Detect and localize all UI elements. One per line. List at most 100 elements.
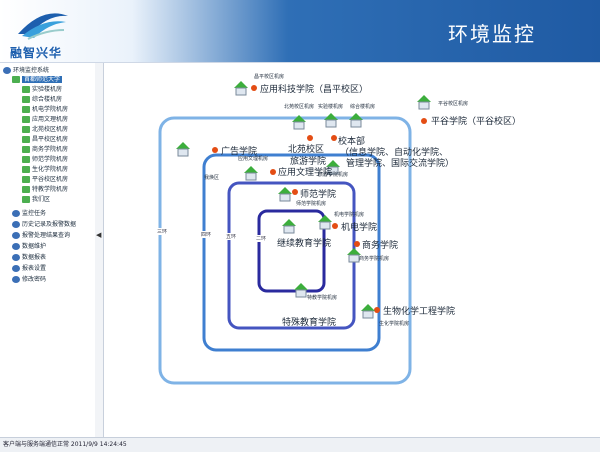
alarm-dot[interactable]: [354, 241, 360, 247]
map-campus-label: 机电学院: [341, 223, 378, 233]
room-icon: [22, 96, 30, 103]
page-title: 环境监控: [448, 22, 536, 46]
status-bar: 客户端与服务端通信正常 2011/9/9 14:24:45: [0, 437, 600, 452]
map-campus-label: 广告学院: [221, 147, 258, 157]
tool-item[interactable]: 历史记录及报警数据: [12, 220, 76, 229]
room-icon: [22, 106, 30, 113]
tree-item-room[interactable]: 实验楼机房: [22, 85, 62, 94]
map-campus-label: 校本部: [338, 137, 366, 147]
room-icon: [22, 116, 30, 123]
alarm-dot[interactable]: [270, 169, 276, 175]
campus-map: 三环 四环 五环 二环 昌平校区机房 应用科技学院（昌平校区） 平谷校区机房 平…: [104, 63, 600, 437]
ring-tag: 五环: [226, 233, 237, 240]
collapse-arrow-icon[interactable]: ◀: [96, 231, 102, 239]
house-icon[interactable]: [174, 140, 192, 158]
tool-icon: [12, 254, 20, 261]
house-icon[interactable]: [322, 111, 340, 129]
sidebar-tree: 环境监控系统 首都师范大学 实验楼机房 综合楼机房 机电学院机房 应用文理机房 …: [0, 63, 96, 437]
tool-icon: [12, 221, 20, 228]
splitter[interactable]: ◀: [95, 63, 104, 437]
map-room-label: 昌平校区机房: [254, 74, 285, 80]
tree-item-room[interactable]: 生化学院机房: [22, 165, 68, 174]
map-room-label: 特教学院机房: [307, 295, 338, 301]
room-icon: [22, 176, 30, 183]
map-room-label: 机电学院机房: [334, 212, 365, 218]
tree-item-selected[interactable]: 首都师范大学: [12, 75, 63, 84]
room-icon: [22, 86, 30, 93]
tree-item-room[interactable]: 机电学院机房: [22, 105, 68, 114]
map-room-label: 商务学院机房: [359, 256, 390, 262]
map-room-label: 旅游学院机房: [318, 172, 349, 178]
room-icon: [22, 166, 30, 173]
house-icon[interactable]: [290, 113, 308, 131]
tree-item-room[interactable]: 平谷校区机房: [22, 175, 68, 184]
system-icon: [3, 67, 11, 74]
alarm-dot[interactable]: [374, 307, 380, 313]
room-icon: [22, 156, 30, 163]
slide-header: 融智兴华 环境监控: [0, 0, 600, 62]
tool-item[interactable]: 监控任务: [12, 209, 46, 218]
alarm-dot[interactable]: [332, 223, 338, 229]
room-icon: [22, 126, 30, 133]
alarm-dot[interactable]: [421, 118, 427, 124]
app-window: 环境监控系统 首都师范大学 实验楼机房 综合楼机房 机电学院机房 应用文理机房 …: [0, 62, 600, 452]
house-icon[interactable]: [276, 185, 294, 203]
room-icon: [22, 196, 30, 203]
house-icon[interactable]: [345, 246, 363, 264]
tree-item-room[interactable]: 综合楼机房: [22, 95, 62, 104]
ring-tag: 四环: [201, 231, 212, 238]
tree-item-room[interactable]: 昌平校区机房: [22, 135, 68, 144]
room-icon: [22, 146, 30, 153]
map-room-label: 师范学院机房: [296, 201, 327, 207]
house-icon[interactable]: [242, 164, 260, 182]
map-campus-label: 旅游学院: [290, 157, 327, 167]
map-room-label: 实验楼机房: [318, 104, 344, 110]
school-icon: [12, 76, 20, 83]
alarm-dot[interactable]: [292, 189, 298, 195]
map-campus-detail: 管理学院、国际交流学院）: [346, 159, 455, 169]
tree-item-room[interactable]: 师范学院机房: [22, 155, 68, 164]
house-icon[interactable]: [280, 217, 298, 235]
map-room-label: 综合楼机房: [350, 104, 376, 110]
map-campus-label: 特殊教育学院: [282, 318, 337, 328]
alarm-dot[interactable]: [307, 135, 313, 141]
alarm-dot[interactable]: [251, 85, 257, 91]
company-logo: [18, 13, 68, 40]
tree-item-room[interactable]: 应用文理机房: [22, 115, 68, 124]
map-campus-label: 应用文理学院: [278, 168, 333, 178]
tool-item[interactable]: 报警处理结果查询: [12, 231, 70, 240]
house-icon[interactable]: [292, 281, 310, 299]
room-icon: [22, 136, 30, 143]
map-campus-label: 继续教育学院: [277, 239, 332, 249]
status-text: 客户端与服务端通信正常 2011/9/9 14:24:45: [3, 441, 127, 448]
map-campus-label: 平谷学院（平谷校区）: [431, 117, 522, 127]
house-icon[interactable]: [316, 213, 334, 231]
house-icon[interactable]: [324, 158, 342, 176]
alarm-dot[interactable]: [212, 147, 218, 153]
tool-item[interactable]: 报表设置: [12, 264, 46, 273]
house-icon[interactable]: [415, 93, 433, 111]
house-icon[interactable]: [347, 111, 365, 129]
tree-item-room[interactable]: 我们区: [22, 195, 50, 204]
map-campus-label: 师范学院: [300, 190, 337, 200]
tree-item-room[interactable]: 商务学院机房: [22, 145, 68, 154]
tool-icon: [12, 210, 20, 217]
tool-item[interactable]: 修改密码: [12, 275, 46, 284]
house-icon[interactable]: [359, 302, 377, 320]
tree-item-room[interactable]: 北苑校区机房: [22, 125, 68, 134]
map-campus-label: 商务学院: [362, 241, 399, 251]
house-icon[interactable]: [232, 79, 250, 97]
map-campus-label: 北苑校区: [288, 145, 325, 155]
tool-item[interactable]: 数据报表: [12, 253, 46, 262]
tree-root[interactable]: 环境监控系统: [3, 66, 49, 75]
map-campus-label: 生物化学工程学院: [383, 307, 456, 317]
tree-item-room[interactable]: 特教学院机房: [22, 185, 68, 194]
map-area-label: 我焕区: [204, 175, 220, 181]
tool-icon: [12, 265, 20, 272]
tool-item[interactable]: 数据维护: [12, 242, 46, 251]
ring-tag: 二环: [256, 235, 267, 242]
logo-text: 融智兴华: [10, 46, 63, 60]
tool-icon: [12, 276, 20, 283]
map-campus-label: 应用科技学院（昌平校区）: [260, 85, 369, 95]
alarm-dot[interactable]: [331, 135, 337, 141]
